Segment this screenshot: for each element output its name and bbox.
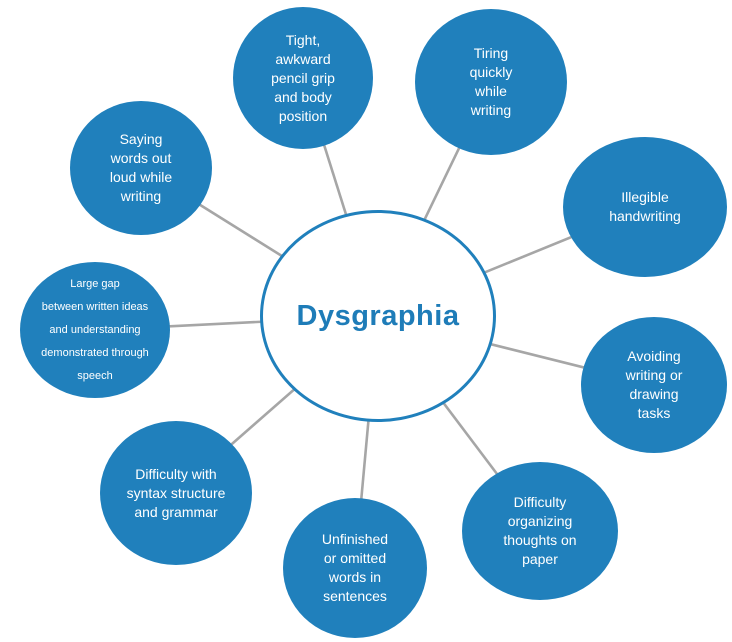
center-node: Dysgraphia: [260, 210, 496, 422]
node-tiring-quickly: Tiring quickly while writing: [415, 9, 567, 155]
node-illegible-handwriting: Illegible handwriting: [563, 137, 727, 277]
node-large-gap: Large gap between written ideas and unde…: [20, 262, 170, 398]
node-tight-pencil-grip: Tight, awkward pencil grip and body posi…: [233, 7, 373, 149]
node-difficulty-syntax: Difficulty with syntax structure and gra…: [100, 421, 252, 565]
node-saying-words: Saying words out loud while writing: [70, 101, 212, 235]
node-avoiding-writing: Avoiding writing or drawing tasks: [581, 317, 727, 453]
node-difficulty-organizing: Difficulty organizing thoughts on paper: [462, 462, 618, 600]
center-node-label: Dysgraphia: [296, 299, 460, 332]
node-unfinished-words: Unfinished or omitted words in sentences: [283, 498, 427, 638]
